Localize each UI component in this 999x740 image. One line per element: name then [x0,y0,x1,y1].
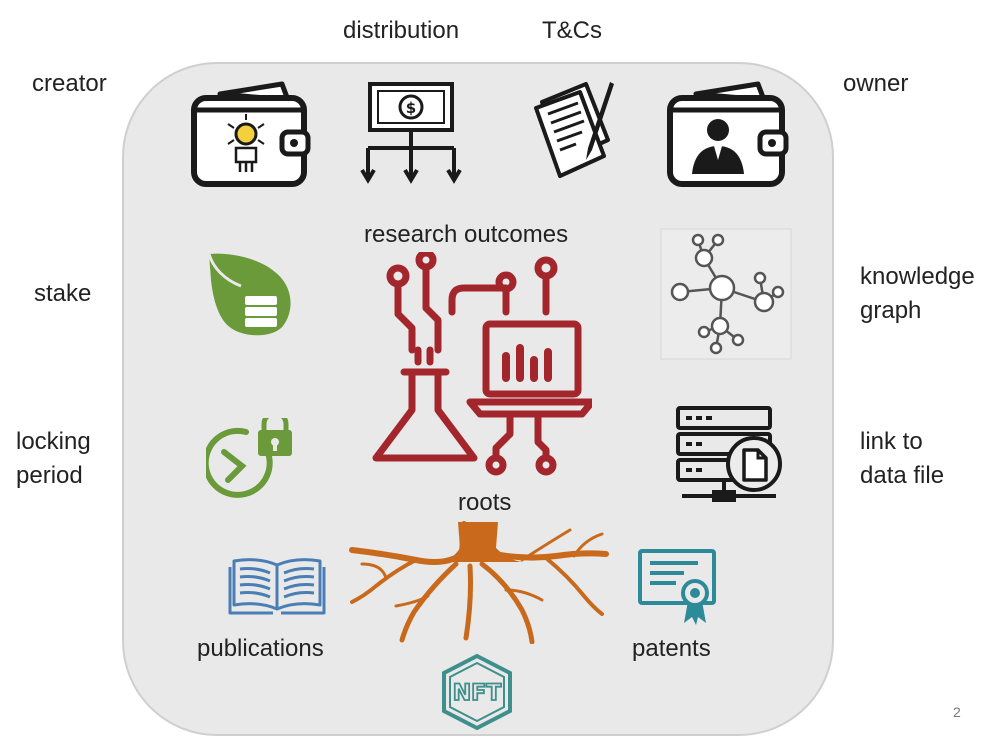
tcs-label: T&Cs [542,17,602,44]
lab-flask-laptop-circuit-icon [372,252,592,476]
locking-label: locking [16,428,91,455]
stake-label: stake [34,280,92,307]
distribution-label: distribution [343,17,460,44]
nft-text: NFT [453,681,501,706]
server-file-icon [676,406,782,502]
link-to-label: link to [860,428,923,455]
open-book-icon [228,558,326,615]
hand-coins-icon [207,253,291,336]
svg-text:$: $ [406,99,416,117]
wallet-lightbulb-icon [191,81,311,187]
contract-pen-icon [534,82,614,178]
wallet-person-icon [667,81,789,187]
creator-label: creator [32,70,107,97]
knowledge-graph-icon [660,228,792,360]
tree-roots-icon [349,521,609,644]
period-label: period [16,462,83,489]
clock-lock-icon [206,418,292,498]
knowledge-label: knowledge [860,263,975,290]
graph-label: graph [860,297,922,324]
data-file-label: data file [860,462,945,489]
owner-label: owner [843,70,909,97]
patents-label: patents [632,635,711,662]
money-distribution-icon: $ [360,82,462,184]
certificate-icon [638,549,716,625]
nft-hexagon-icon: NFT [442,653,512,731]
research-outcomes-label: research outcomes [364,221,569,248]
publications-label: publications [197,635,324,662]
roots-label: roots [458,489,512,516]
page-number: 2 [953,704,961,720]
